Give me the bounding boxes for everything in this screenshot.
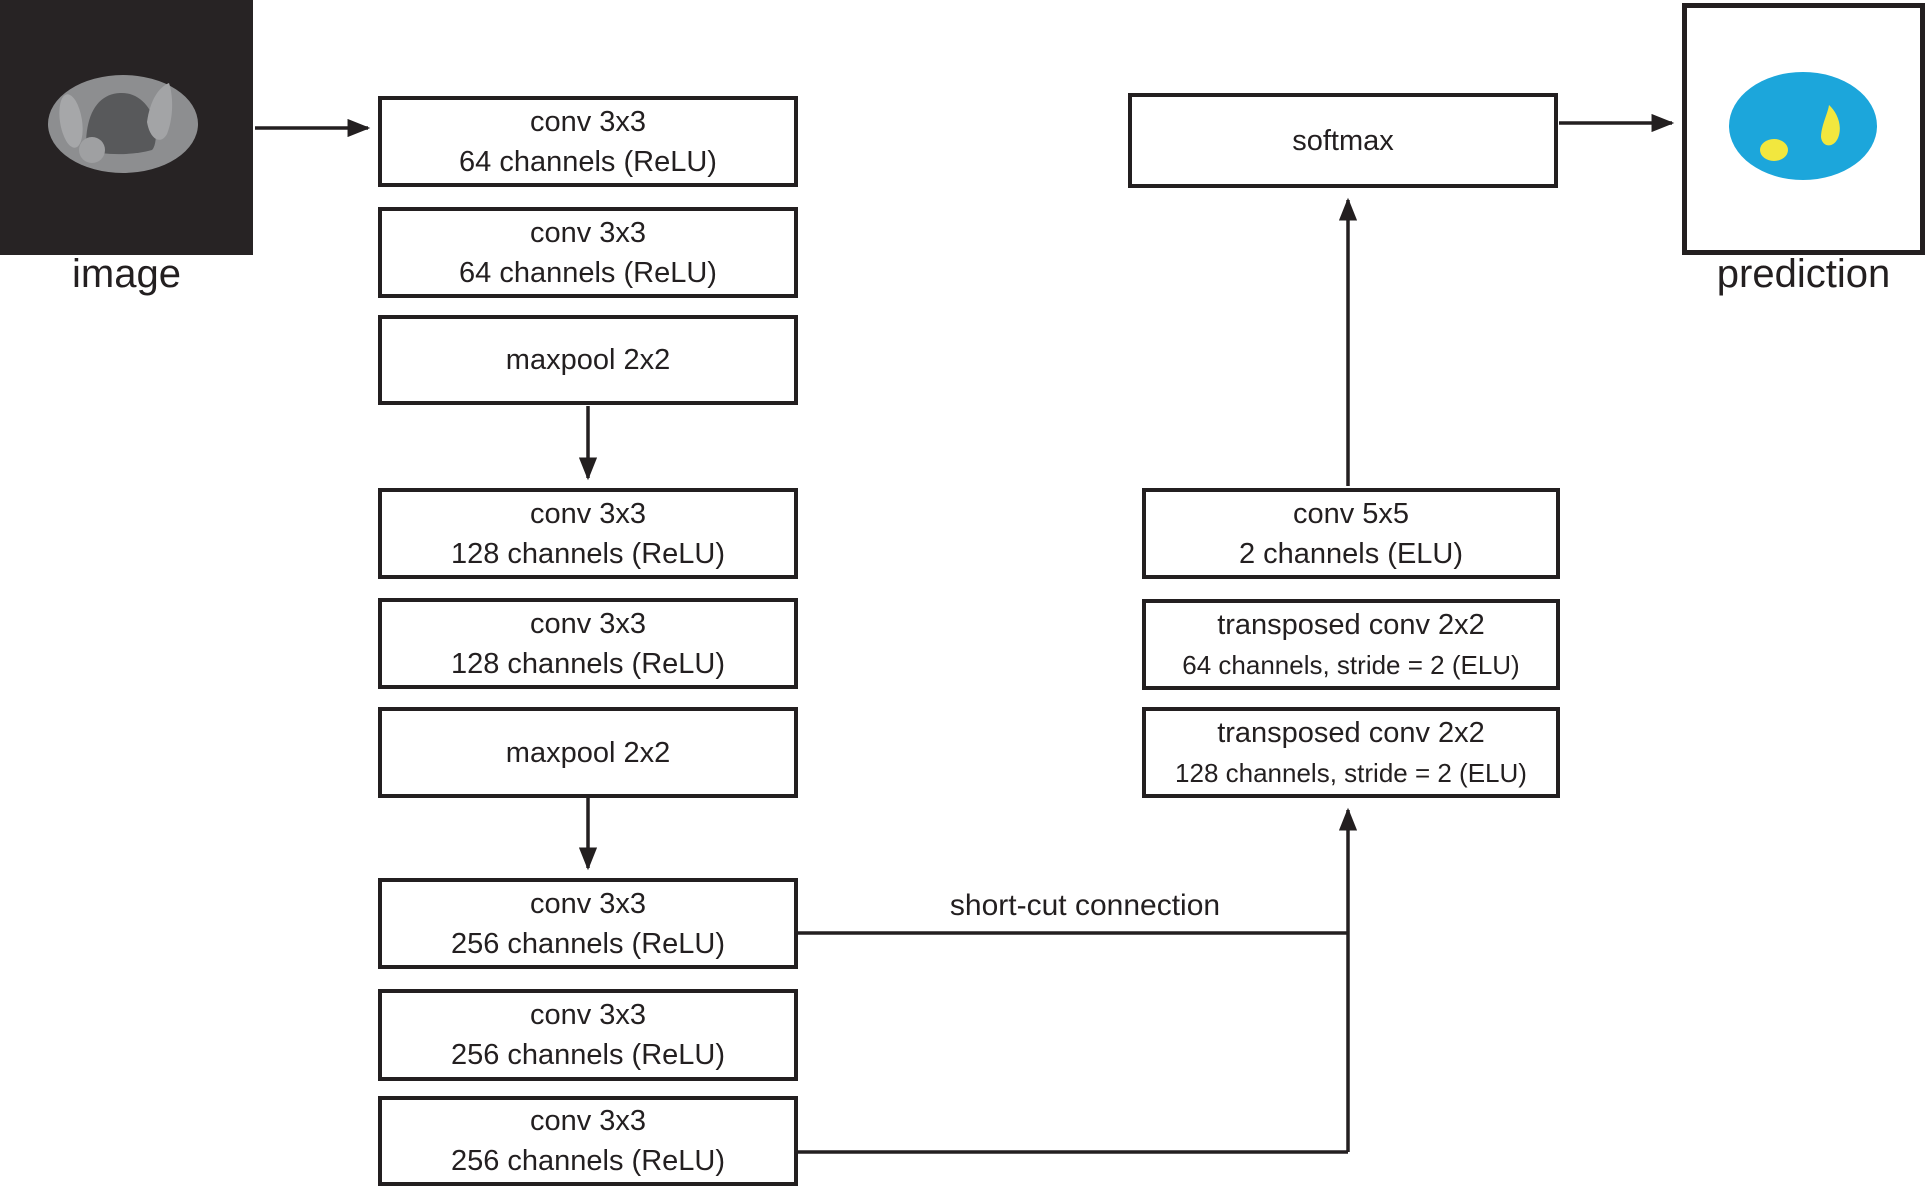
- layer-detail: 128 channels, stride = 2 (ELU): [1175, 757, 1527, 788]
- layer-detail: 256 channels (ReLU): [450, 1039, 726, 1071]
- layer-detail: 128 channels (ReLU): [450, 537, 726, 570]
- layer-detail: 256 channels (ReLU): [450, 927, 726, 960]
- decoder-box-conv5x5: conv 5x5 2 channels (ELU): [1142, 488, 1560, 579]
- layer-detail: 128 channels (ReLU): [450, 647, 726, 680]
- prediction-body-ellipse: [1729, 72, 1877, 180]
- scan-core-shape: [85, 92, 156, 155]
- scan-right-shape: [147, 83, 173, 140]
- layer-name: conv 5x5: [1292, 497, 1410, 530]
- prediction-image: [1729, 72, 1877, 180]
- layer-name: conv 3x3: [529, 105, 647, 138]
- layer-name: conv 3x3: [529, 607, 647, 640]
- layer-name: conv 3x3: [529, 216, 647, 249]
- input-image: [0, 0, 253, 255]
- encoder-box-conv256-1: conv 3x3 256 channels (ReLU): [378, 878, 798, 969]
- scan-left-blob: [59, 94, 83, 148]
- layer-name: softmax: [1292, 124, 1394, 157]
- layer-detail: 64 channels (ReLU): [459, 145, 717, 178]
- encoder-box-conv256-3: conv 3x3 256 channels (ReLU): [378, 1096, 798, 1186]
- encoder-box-conv64-1: conv 3x3 64 channels (ReLU): [378, 96, 798, 187]
- encoder-box-conv64-2: conv 3x3 64 channels (ReLU): [378, 207, 798, 298]
- layer-name: conv 3x3: [529, 1105, 647, 1137]
- layer-detail: 64 channels (ReLU): [459, 256, 717, 289]
- layer-name: maxpool 2x2: [505, 736, 671, 769]
- prediction-image-label: prediction: [1716, 252, 1891, 296]
- prediction-lesion-teardrop: [1821, 105, 1840, 146]
- encoder-box-maxpool-1: maxpool 2x2: [378, 315, 798, 405]
- encoder-box-conv256-2: conv 3x3 256 channels (ReLU): [378, 989, 798, 1081]
- decoder-box-tconv128: transposed conv 2x2 128 channels, stride…: [1142, 707, 1560, 798]
- layer-name: conv 3x3: [529, 497, 647, 530]
- scan-small-circle: [79, 137, 105, 163]
- input-image-label: image: [72, 252, 181, 296]
- layer-name: transposed conv 2x2: [1217, 716, 1485, 749]
- encoder-box-conv128-2: conv 3x3 128 channels (ReLU): [378, 598, 798, 689]
- encoder-box-maxpool-2: maxpool 2x2: [378, 707, 798, 798]
- layer-name: transposed conv 2x2: [1217, 608, 1485, 641]
- layer-name: maxpool 2x2: [505, 344, 671, 376]
- layer-detail: 256 channels (ReLU): [450, 1145, 726, 1177]
- decoder-box-softmax: softmax: [1128, 93, 1558, 188]
- layer-name: conv 3x3: [529, 887, 647, 920]
- shortcut-connection-label: short-cut connection: [949, 889, 1221, 922]
- layer-detail: 2 channels (ELU): [1238, 537, 1464, 570]
- layer-name: conv 3x3: [529, 999, 647, 1031]
- prediction-lesion-circle: [1760, 139, 1788, 161]
- decoder-box-tconv64: transposed conv 2x2 64 channels, stride …: [1142, 599, 1560, 690]
- prediction-image-frame: [1682, 3, 1925, 255]
- layer-detail: 64 channels, stride = 2 (ELU): [1182, 649, 1520, 680]
- encoder-box-conv128-1: conv 3x3 128 channels (ReLU): [378, 488, 798, 579]
